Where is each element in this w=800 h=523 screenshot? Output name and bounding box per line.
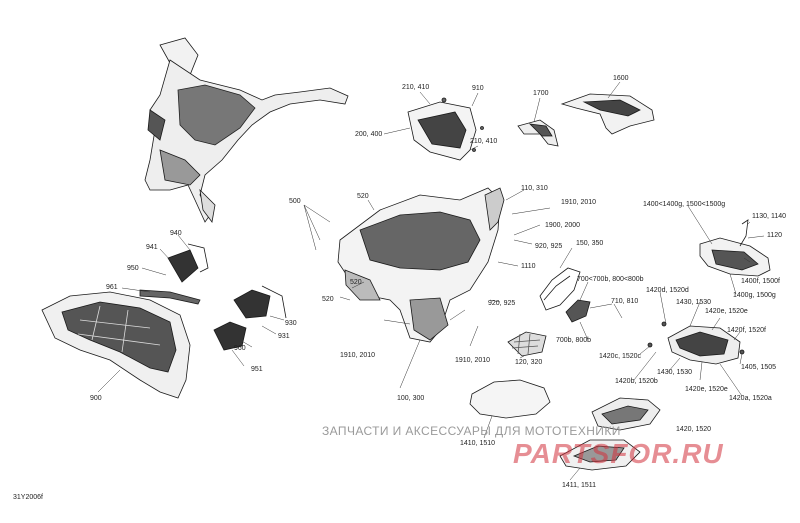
callout-900[interactable]: 900 [90,395,102,402]
callout-210-410-a[interactable]: 210, 410 [402,84,430,91]
callout-931[interactable]: 931 [278,333,290,340]
callout-1420e-1520e-b[interactable]: 1420e, 1520e [685,386,728,393]
callout-1411-1511[interactable]: 1411, 1511 [562,482,596,489]
callout-1420d-1520d[interactable]: 1420d, 1520d [646,287,689,294]
part-1420-1520[interactable] [591,397,661,431]
watermark-text: ЗАПЧАСТИ И АКСЕССУАРЫ ДЛЯ МОТОТЕХНИКИ [322,424,621,438]
callout-1900-2000[interactable]: 1900, 2000 [545,222,581,229]
callout-1420e-1520e-a[interactable]: 1420e, 1520e [705,308,748,315]
central-assembly-100-300[interactable] [337,187,505,343]
callout-960[interactable]: 960 [234,345,246,352]
part-960-961[interactable] [139,289,201,305]
callout-1420b-1520b[interactable]: 1420b, 1520b [615,378,658,385]
part-940-941[interactable] [167,243,209,283]
callout-1410-1510[interactable]: 1410, 1510 [460,440,496,447]
callout-1430-1530-a[interactable]: 1430, 1530 [676,299,712,306]
callout-210-410-b[interactable]: 210, 410 [470,138,498,145]
part-200-400[interactable] [407,97,484,161]
part-1600[interactable] [560,93,655,135]
callout-150-350[interactable]: 150, 350 [576,240,604,247]
callout-1420f-1520f[interactable]: 1420f, 1520f [727,327,766,334]
leader-lines [97,81,765,481]
callout-700b-800b[interactable]: 700b, 800b [556,337,592,344]
callout-520-c[interactable]: 520 [322,296,334,303]
part-1411-1511[interactable] [559,439,641,471]
callout-1120[interactable]: 1120 [767,232,783,239]
callout-1130-1140[interactable]: 1130, 1140 [752,213,786,220]
part-930-931[interactable] [233,285,287,319]
callout-1910-2010-a[interactable]: 1910, 2010 [561,199,597,206]
callout-110-310[interactable]: 110, 310 [521,185,548,192]
part-150-350[interactable] [539,267,581,311]
callout-1405-1505[interactable]: 1405, 1505 [741,364,777,371]
callout-910[interactable]: 910 [472,85,484,92]
callout-520-b[interactable]: 520 [350,279,362,286]
part-1410-1510[interactable] [469,379,551,419]
part-950-951[interactable] [213,321,247,351]
callout-961[interactable]: 961 [106,284,118,291]
callout-1600[interactable]: 1600 [613,75,629,82]
callout-520-a[interactable]: 520 [357,193,369,200]
callout-500[interactable]: 500 [289,198,301,205]
callout-200-400[interactable]: 200, 400 [355,131,383,138]
callout-950[interactable]: 950 [127,265,139,272]
part-700-800[interactable] [565,299,591,323]
callout-951[interactable]: 951 [251,366,263,373]
callout-940[interactable]: 940 [170,230,182,237]
callout-1910-2010-c[interactable]: 1910, 2010 [455,357,491,364]
callout-120-320[interactable]: 120, 320 [515,359,543,366]
callout-920-925-b[interactable]: 920, 925 [488,300,516,307]
callout-1910-2010-b[interactable]: 1910, 2010 [340,352,376,359]
part-1700[interactable] [517,119,559,147]
callout-1420c-1520c[interactable]: 1420c, 1520c [599,353,642,360]
part-900-shroud[interactable] [41,291,191,399]
callout-710-810[interactable]: 710, 810 [611,298,639,305]
callout-930[interactable]: 930 [285,320,297,327]
callout-1420-1520[interactable]: 1420, 1520 [676,426,712,433]
callout-1400-1500[interactable]: 1400<1400g, 1500<1500g [643,201,726,208]
callout-100-300[interactable]: 100, 300 [397,395,425,402]
callout-1400g-1500g[interactable]: 1400g, 1500g [733,292,776,299]
callout-1420a-1520a[interactable]: 1420a, 1520a [729,395,772,402]
part-120-320[interactable] [507,331,547,357]
diagram-reference-code: 31Y2006f [13,494,43,501]
callout-920-925-a[interactable]: 920, 925 [535,243,563,250]
callout-1700[interactable]: 1700 [533,90,549,97]
watermark-logo: PARTSFOR.RU [513,438,724,469]
part-1400-1500[interactable] [699,219,771,277]
callout-1400f-1500f[interactable]: 1400f, 1500f [741,278,780,285]
callout-700-800[interactable]: 700<700b, 800<800b [577,276,644,283]
upper-frame-part[interactable] [144,37,349,223]
callout-1430-1530-b[interactable]: 1430, 1530 [657,369,693,376]
callout-1110[interactable]: 1110 [521,263,536,270]
callout-941[interactable]: 941 [146,244,158,251]
